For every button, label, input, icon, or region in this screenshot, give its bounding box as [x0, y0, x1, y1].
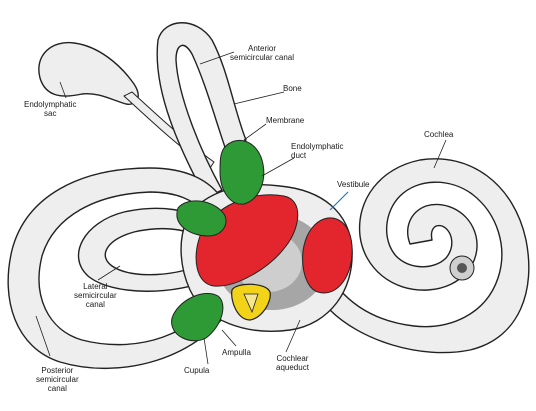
label-bone: Bone [283, 84, 302, 93]
label-cochlea: Cochlea [424, 130, 453, 139]
label-endolymphatic-duct: Endolymphatic duct [291, 142, 343, 160]
label-lateral-semicircular-canal: Lateral semicircular canal [74, 282, 117, 309]
ampulla-posterior [172, 293, 223, 340]
label-vestibule: Vestibule [337, 180, 369, 189]
label-ampulla: Ampulla [222, 348, 251, 357]
label-anterior-semicircular-canal: Anterior semicircular canal [230, 44, 294, 62]
label-cupula: Cupula [184, 366, 209, 375]
label-endolymphatic-sac: Endolymphatic sac [24, 100, 76, 118]
ampulla-anterior [220, 140, 264, 204]
label-membrane: Membrane [266, 116, 304, 125]
label-posterior-semicircular-canal: Posterior semicircular canal [36, 366, 79, 393]
endolymphatic-sac [39, 43, 138, 105]
label-cochlear-aqueduct: Cochlear aqueduct [276, 354, 309, 372]
